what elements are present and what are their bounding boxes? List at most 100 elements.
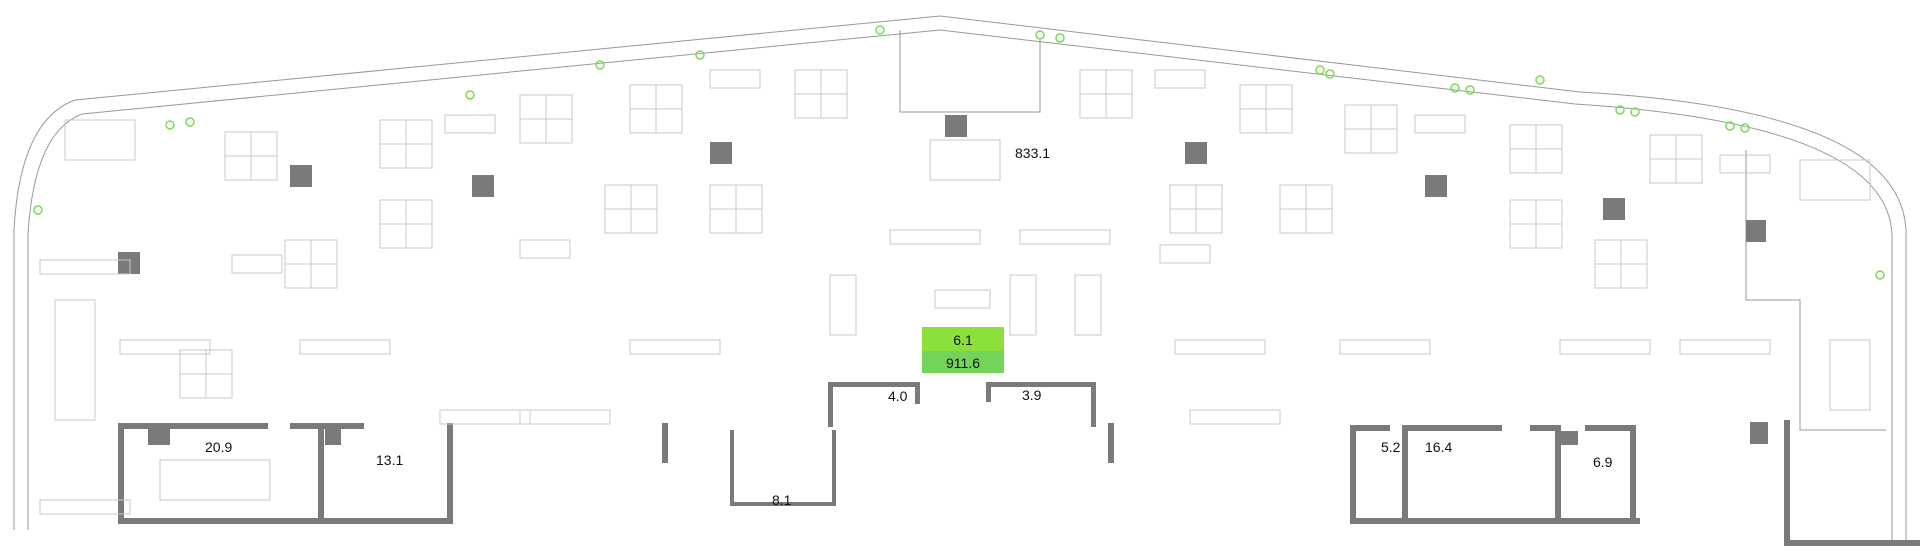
desk [1305, 184, 1333, 210]
wall [325, 429, 341, 445]
wall [1108, 423, 1114, 463]
desk [1649, 158, 1677, 184]
room-area-wc-small: 6.9 [1593, 454, 1613, 470]
plant-icon [1055, 33, 1065, 43]
table [64, 119, 136, 161]
desk [1169, 184, 1197, 210]
wall [1530, 425, 1560, 431]
desk [1509, 124, 1537, 150]
desk [1675, 158, 1703, 184]
desk [379, 143, 407, 169]
wall [945, 115, 967, 137]
desk [655, 84, 683, 110]
storage-bench [439, 409, 531, 425]
wall [1560, 431, 1578, 445]
desk [379, 199, 407, 225]
desk [1535, 223, 1563, 249]
desk [655, 108, 683, 134]
storage-bench [889, 229, 981, 245]
desk [1279, 208, 1307, 234]
plant-icon [1315, 65, 1325, 75]
wall [730, 502, 836, 506]
desk [794, 69, 822, 95]
room-area-store: 8.1 [772, 492, 792, 508]
desk [735, 208, 763, 234]
plant-icon [1630, 107, 1640, 117]
desk [1169, 208, 1197, 234]
plant-icon [1450, 83, 1460, 93]
walls [118, 115, 1920, 546]
desk [405, 223, 433, 249]
desk [1195, 184, 1223, 210]
plant-icon [465, 90, 475, 100]
desk [1105, 93, 1133, 119]
desk [205, 373, 233, 399]
desk [405, 143, 433, 169]
desk [709, 184, 737, 210]
desk [820, 93, 848, 119]
wall [118, 423, 124, 524]
desk [310, 263, 338, 289]
desk [545, 118, 573, 144]
wall [710, 142, 732, 164]
furniture [39, 69, 1871, 515]
storage-bench [1679, 339, 1771, 355]
desk [735, 184, 763, 210]
wall [1750, 422, 1768, 444]
desk [1535, 124, 1563, 150]
desk [1079, 93, 1107, 119]
wall [118, 423, 268, 429]
highlight-number-bg [922, 327, 1004, 351]
desk [1239, 108, 1267, 134]
plant-icon [1615, 105, 1625, 115]
wall [1350, 425, 1356, 524]
plants [33, 25, 1885, 280]
desk [604, 208, 632, 234]
reception-desk [934, 289, 991, 309]
desk [630, 208, 658, 234]
desk [1079, 69, 1107, 95]
desk [284, 239, 312, 265]
sofa [1159, 244, 1211, 264]
highlight-area: 911.6 [946, 355, 980, 371]
wall [915, 382, 920, 404]
wall [832, 430, 836, 505]
storage-bench [1019, 229, 1111, 245]
desk [1675, 134, 1703, 160]
desk [1305, 208, 1333, 234]
desk [1535, 148, 1563, 174]
highlight-area-bg [922, 351, 1004, 373]
storage-bench [1339, 339, 1431, 355]
storage-bench [629, 339, 721, 355]
wall [730, 430, 734, 505]
desk [1265, 84, 1293, 110]
sofa [231, 254, 283, 274]
desk [519, 118, 547, 144]
room-area-closet-right: 3.9 [1022, 387, 1042, 403]
sofa [709, 69, 761, 89]
plant-icon [595, 60, 605, 70]
room-area-meeting: 20.9 [205, 439, 232, 455]
plant-icon [185, 117, 195, 127]
desk [604, 184, 632, 210]
wall [290, 423, 364, 429]
wall [1425, 175, 1447, 197]
desk [630, 184, 658, 210]
wall [986, 382, 991, 402]
storage-bench [519, 409, 611, 425]
desk [1344, 128, 1372, 154]
storage-bench [1189, 409, 1281, 425]
wall [148, 429, 170, 445]
desk [1265, 108, 1293, 134]
plant-icon [1465, 85, 1475, 95]
desk [1239, 84, 1267, 110]
highlight-unit[interactable]: 6.1 911.6 [922, 327, 1004, 373]
desk [1620, 263, 1648, 289]
plant-icon [695, 50, 705, 60]
wall [472, 175, 494, 197]
wall [1185, 142, 1207, 164]
wall [1555, 425, 1561, 524]
desk [1509, 223, 1537, 249]
wall [1784, 540, 1920, 546]
